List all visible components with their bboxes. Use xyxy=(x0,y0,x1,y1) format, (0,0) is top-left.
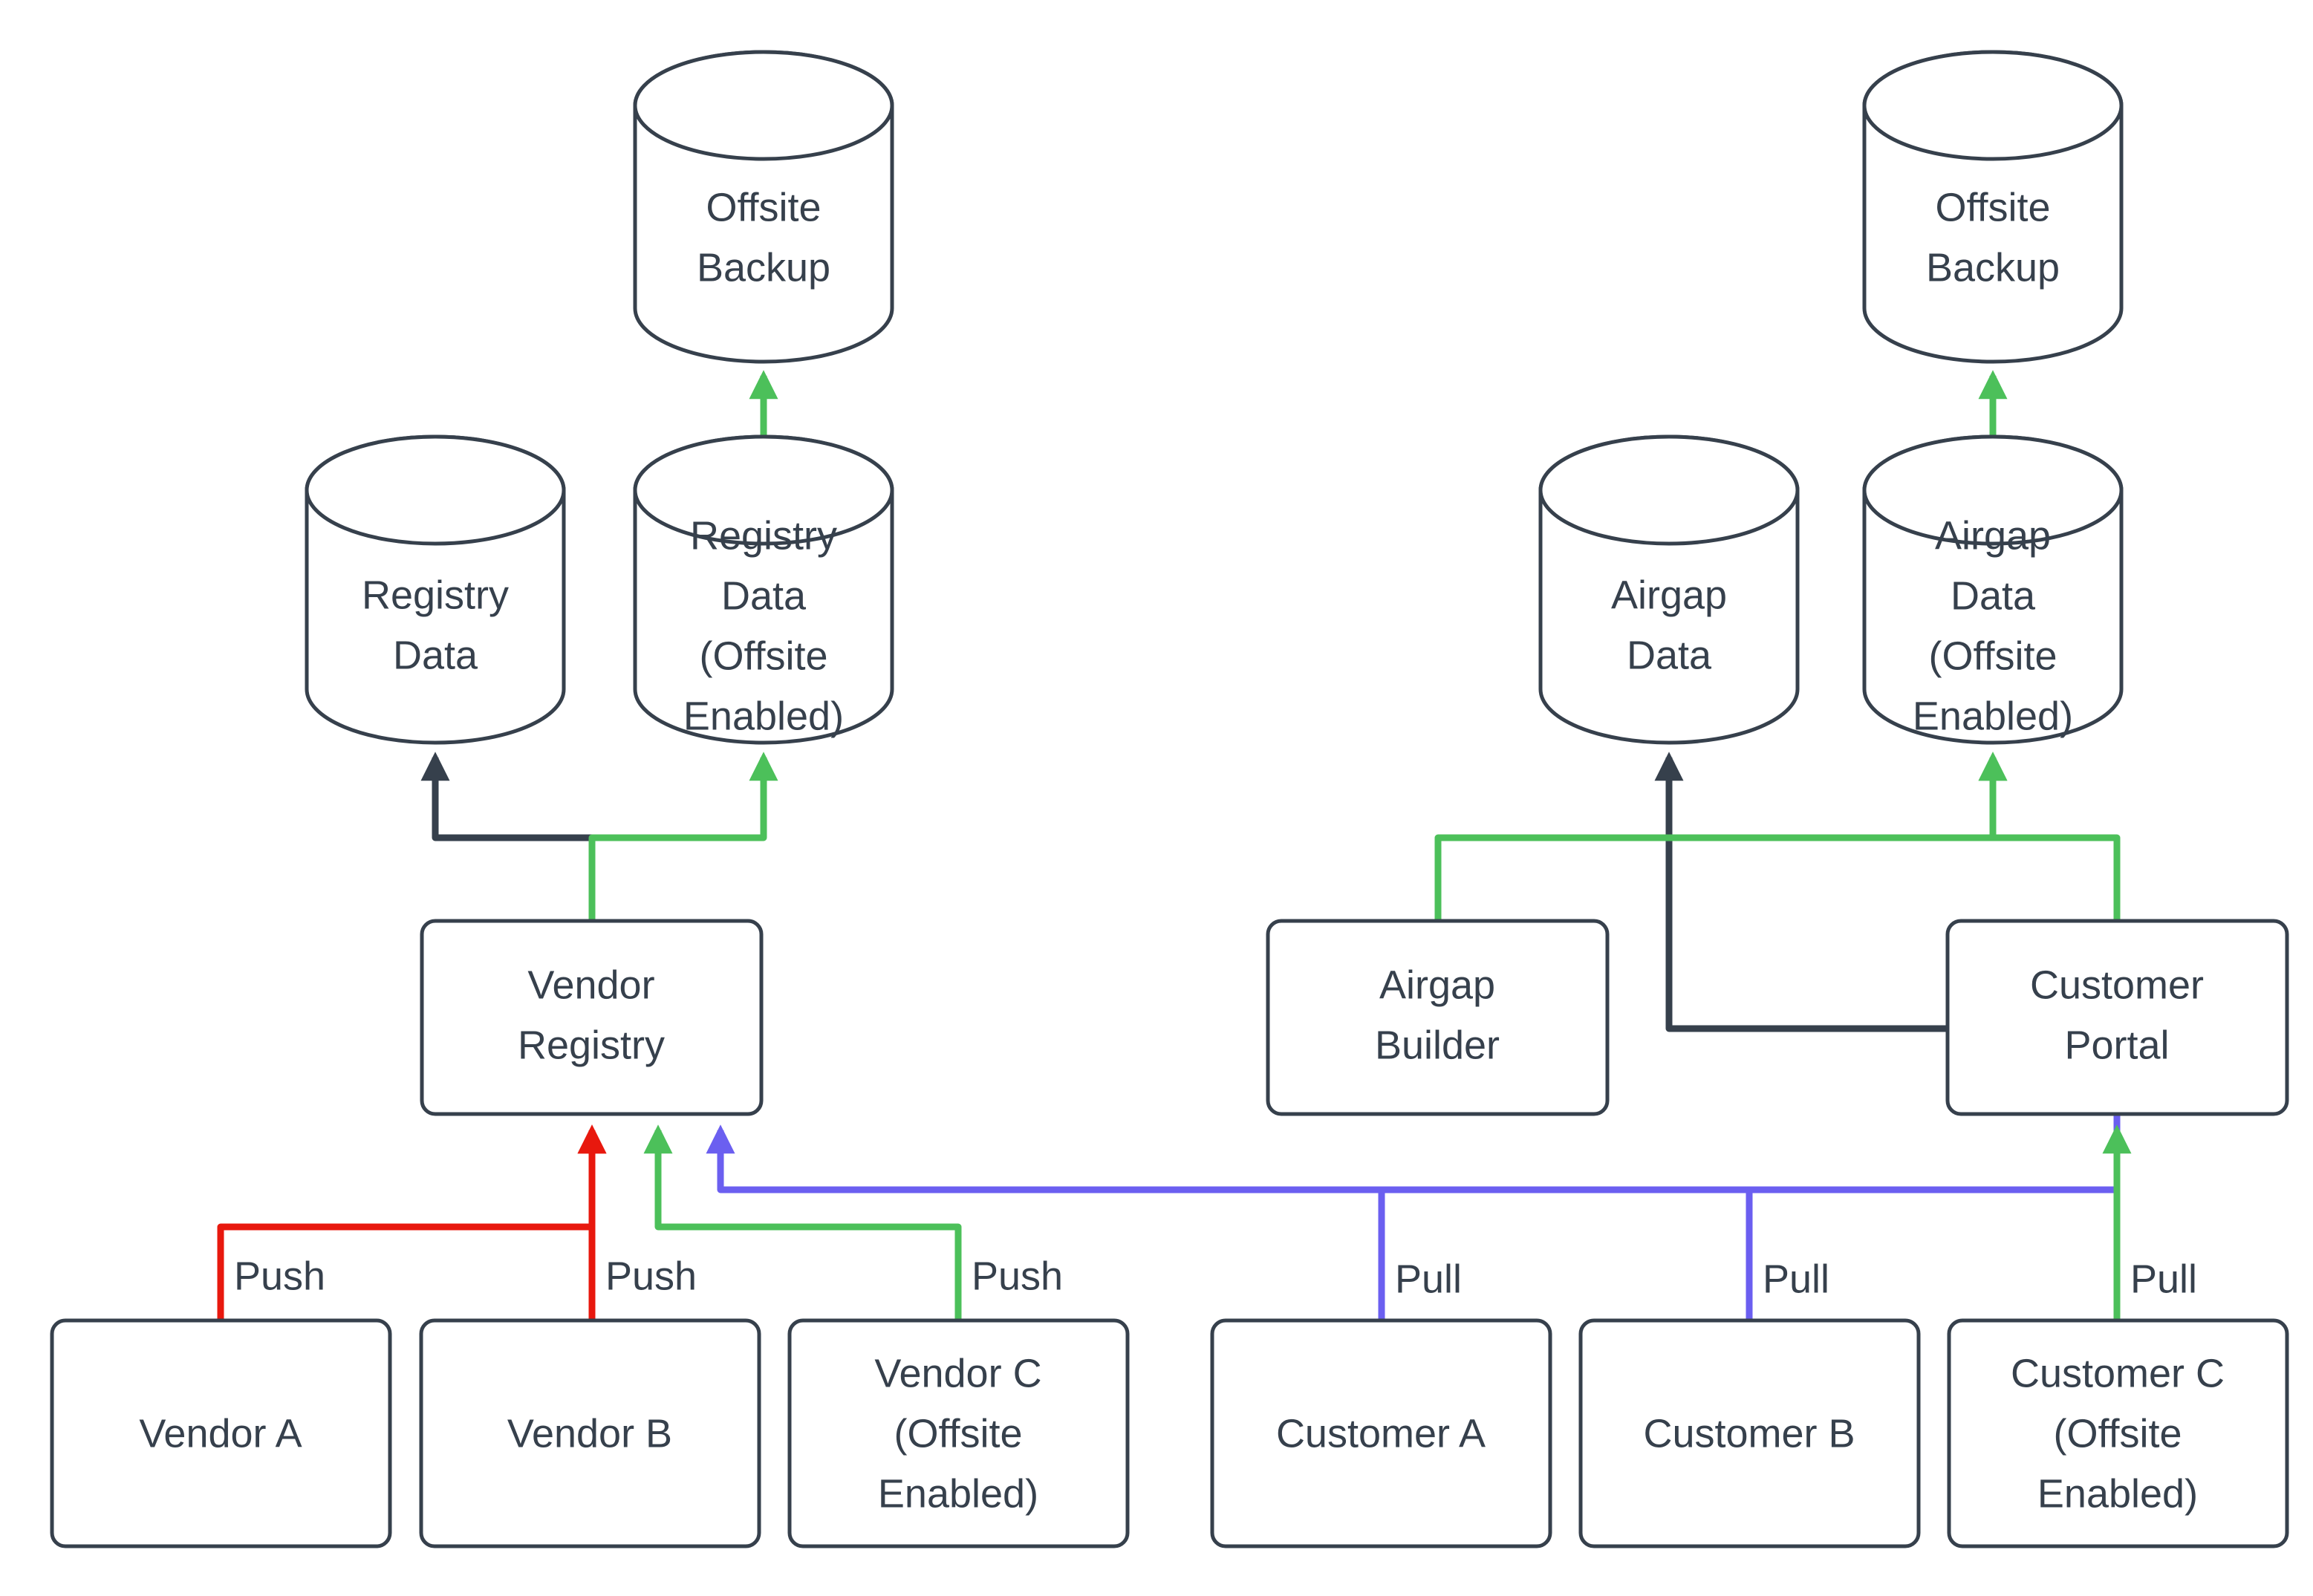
node-registry-data-offsite[interactable]: Registry Data (Offsite Enabled) xyxy=(633,434,894,745)
node-airgap-data-offsite[interactable]: Airgap Data (Offsite Enabled) xyxy=(1862,434,2124,745)
edge-label-customer-c-pull: Pull xyxy=(2130,1257,2197,1301)
edge-customer-portal-to-airgap-offsite xyxy=(1978,752,2121,919)
node-label: Data xyxy=(393,633,478,677)
node-offsite-backup-left[interactable]: Offsite Backup xyxy=(633,50,894,364)
edge-label-vendor-b-push: Push xyxy=(605,1254,697,1298)
node-airgap-builder[interactable]: Airgap Builder xyxy=(1266,919,1610,1116)
edge-vendor-c-to-vendor-registry xyxy=(643,1124,962,1320)
node-airgap-data[interactable]: Airgap Data xyxy=(1538,434,1800,745)
node-label: Enabled) xyxy=(683,694,844,738)
node-vendor-registry[interactable]: Vendor Registry xyxy=(420,919,764,1116)
node-label: Data xyxy=(721,573,807,618)
node-label: Enabled) xyxy=(2037,1471,2198,1516)
node-label: Airgap xyxy=(1611,573,1727,617)
node-customer-a[interactable]: Customer A xyxy=(1210,1318,1552,1548)
node-label: Data xyxy=(1951,573,2036,618)
node-label: Vendor A xyxy=(139,1411,302,1456)
edge-vendor-registry-to-registry-data xyxy=(420,752,596,919)
node-label: Registry xyxy=(690,513,837,558)
node-vendor-a[interactable]: Vendor A xyxy=(50,1318,392,1548)
node-customer-c[interactable]: Customer C (Offsite Enabled) xyxy=(1947,1318,2289,1548)
node-label: (Offsite xyxy=(1928,633,2057,678)
edge-label-customer-a-pull: Pull xyxy=(1395,1257,1462,1301)
node-label: (Offsite xyxy=(699,633,827,678)
edge-vendor-registry-to-registry-data-offsite xyxy=(588,752,778,919)
node-registry-data[interactable]: Registry Data xyxy=(305,434,566,745)
edge-customer-portal-to-airgap-data xyxy=(1654,752,1946,1032)
node-label: (Offsite xyxy=(2053,1411,2182,1456)
node-label: Vendor xyxy=(527,963,654,1007)
node-label: Portal xyxy=(2064,1023,2169,1067)
node-label: Registry xyxy=(518,1023,665,1067)
edge-label-vendor-a-push: Push xyxy=(234,1254,325,1298)
edge-customer-portal-to-vendor-registry xyxy=(706,1114,2121,1193)
node-label: Builder xyxy=(1375,1023,1500,1067)
node-vendor-c[interactable]: Vendor C (Offsite Enabled) xyxy=(787,1318,1130,1548)
node-label: Airgap xyxy=(1935,513,2051,558)
node-label: Data xyxy=(1627,633,1712,677)
edge-label-customer-b-pull: Pull xyxy=(1763,1257,1829,1301)
node-label: Airgap xyxy=(1379,963,1495,1007)
node-label: (Offsite xyxy=(894,1411,1022,1456)
node-label: Backup xyxy=(1926,245,2060,290)
node-label: Customer C xyxy=(2011,1351,2225,1395)
node-label: Customer B xyxy=(1643,1411,1855,1456)
node-customer-portal[interactable]: Customer Portal xyxy=(1945,919,2289,1116)
edge-label-vendor-c-push: Push xyxy=(972,1254,1063,1298)
node-vendor-b[interactable]: Vendor B xyxy=(419,1318,761,1548)
node-offsite-backup-right[interactable]: Offsite Backup xyxy=(1862,50,2124,364)
node-label: Offsite xyxy=(1935,185,2050,229)
node-label: Customer xyxy=(2030,963,2204,1007)
node-label: Customer A xyxy=(1276,1411,1486,1456)
node-label: Backup xyxy=(697,245,830,290)
edge-airgap-builder-to-airgap-offsite xyxy=(1434,752,2008,919)
node-customer-b[interactable]: Customer B xyxy=(1578,1318,1921,1548)
node-label: Vendor C xyxy=(874,1351,1041,1395)
node-label: Enabled) xyxy=(878,1471,1038,1516)
node-label: Registry xyxy=(362,573,509,617)
node-label: Offsite xyxy=(706,185,821,229)
node-label: Vendor B xyxy=(507,1411,672,1456)
node-label: Enabled) xyxy=(1913,694,2073,738)
